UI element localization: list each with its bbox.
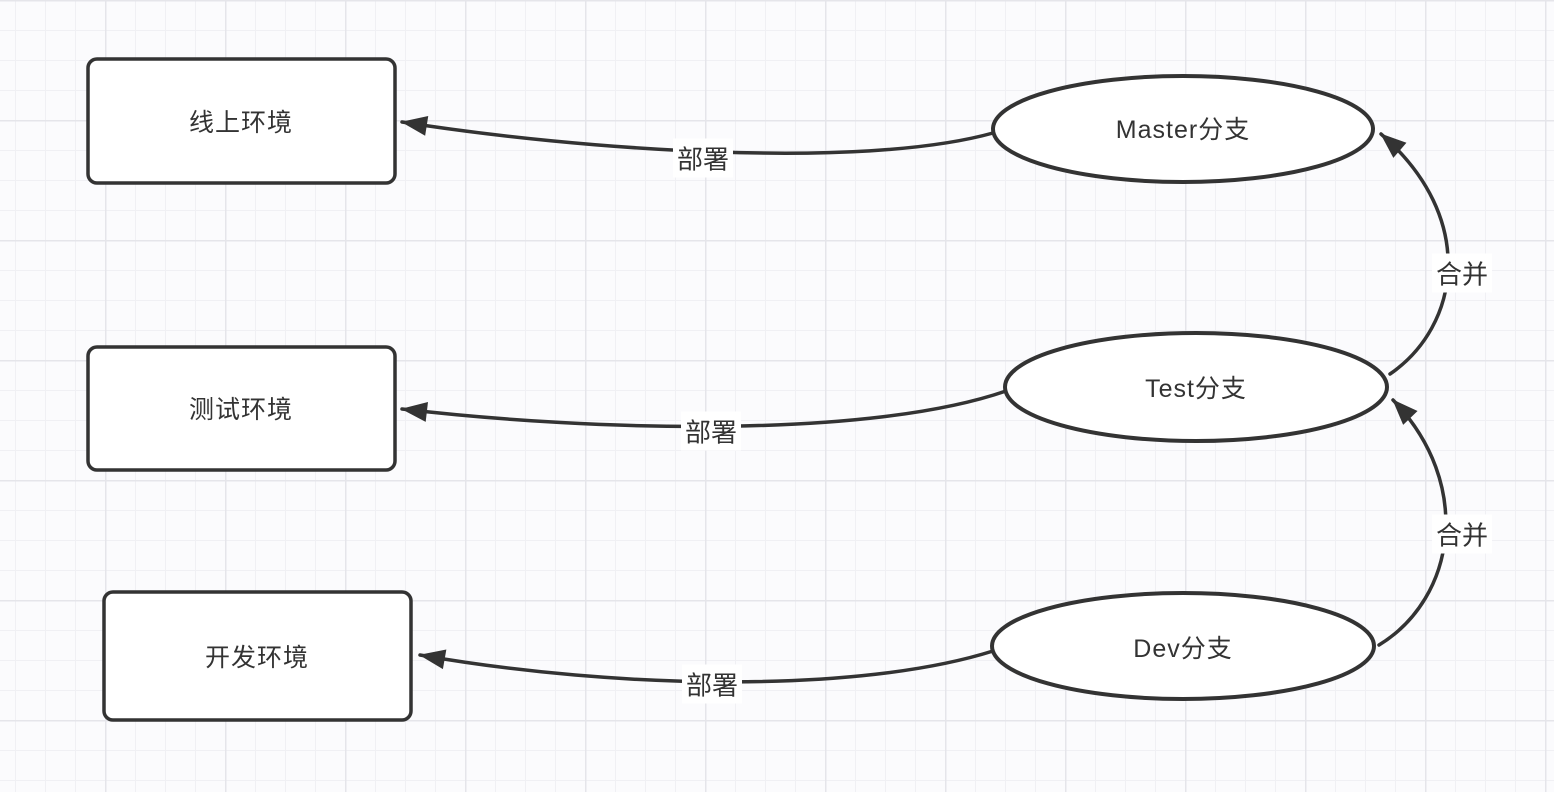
node-master-branch-shape[interactable] xyxy=(991,74,1375,184)
node-online-env-shape[interactable] xyxy=(86,57,397,185)
node-test-branch-shape[interactable] xyxy=(1003,331,1389,443)
node-label-test-branch: Test分支 xyxy=(1145,375,1247,403)
node-label-dev-env: 开发环境 xyxy=(204,644,310,672)
node-label-test-env: 测试环境 xyxy=(188,396,294,424)
edge-label-deploy-master: 部署 xyxy=(672,138,734,178)
node-dev-branch-shape[interactable] xyxy=(990,591,1376,701)
node-test-env-shape[interactable] xyxy=(86,345,397,472)
node-label-dev-branch: Dev分支 xyxy=(1133,635,1233,663)
edge-label-merge-test-master: 合并 xyxy=(1431,253,1493,293)
node-label-master-branch: Master分支 xyxy=(1115,116,1251,144)
node-dev-env-shape[interactable] xyxy=(102,590,413,722)
edge-label-deploy-test: 部署 xyxy=(680,411,742,451)
node-label-online-env: 线上环境 xyxy=(188,109,294,137)
edge-label-deploy-dev: 部署 xyxy=(681,664,743,704)
edge-label-merge-dev-test: 合并 xyxy=(1431,514,1493,554)
